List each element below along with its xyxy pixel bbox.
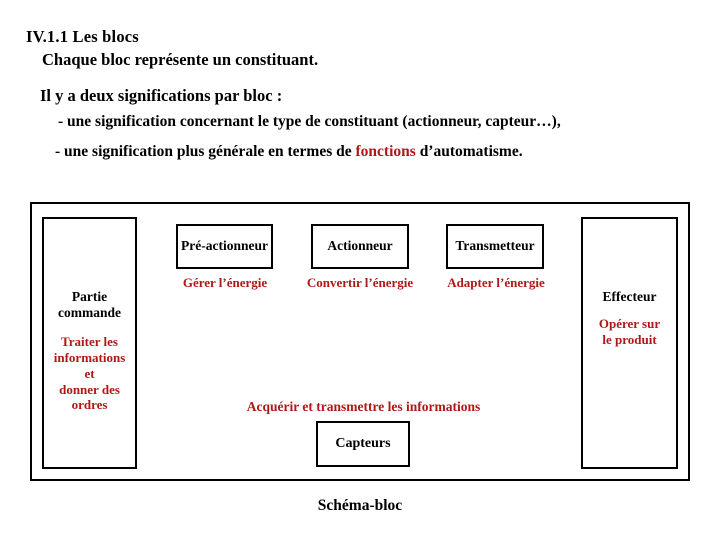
partie-commande-function-line3: et — [84, 365, 95, 381]
partie-commande-function-line1: Traiter les — [61, 334, 118, 349]
effecteur-function: Opérer sur le produit — [581, 316, 678, 348]
partie-commande-title: Partie commande — [42, 289, 137, 320]
block-actionneur: Actionneur — [311, 224, 409, 269]
actionneur-label: Actionneur — [327, 238, 393, 253]
partie-commande-function: Traiter les informations et donner des o… — [42, 334, 137, 413]
figure-caption: Schéma-bloc — [317, 497, 403, 514]
bullet-item-2: - une signification plus générale en ter… — [55, 143, 523, 160]
block-capteurs: Capteurs — [316, 421, 410, 467]
effecteur-title: Effecteur — [602, 289, 657, 304]
partie-commande-function-line5: ordres — [71, 397, 108, 413]
bullet-2-text-after: d’automatisme. — [415, 143, 523, 160]
block-transmetteur: Transmetteur — [446, 224, 544, 269]
partie-commande-function-line2: informations — [53, 349, 126, 365]
capteurs-label: Capteurs — [335, 436, 391, 451]
block-partie-commande — [42, 217, 137, 469]
transmetteur-label: Transmetteur — [455, 238, 535, 253]
partie-commande-title-line1: Partie — [71, 289, 108, 304]
effecteur-function-line2: le produit — [602, 331, 657, 347]
bullet-item-1: - une signification concernant le type d… — [58, 113, 561, 130]
bullet-2-text-before: - une signification plus générale en ter… — [55, 143, 356, 160]
actionneur-function: Convertir l’énergie — [306, 275, 414, 290]
block-effecteur — [581, 217, 678, 469]
pre-actionneur-label: Pré-actionneur — [181, 238, 268, 253]
pre-actionneur-function: Gérer l’énergie — [182, 275, 268, 290]
partie-commande-function-line4: donner des — [59, 381, 120, 397]
intro-line-chaque: Chaque bloc représente un constituant. — [42, 50, 319, 69]
block-pre-actionneur: Pré-actionneur — [176, 224, 273, 269]
intro-line-ilya: Il y a deux significations par bloc : — [40, 86, 283, 105]
transmetteur-function: Adapter l’énergie — [447, 275, 545, 290]
partie-commande-title-line2: commande — [58, 304, 121, 320]
bullet-2-highlight: fonctions — [355, 143, 416, 160]
capteurs-function: Acquérir et transmettre les informations — [246, 399, 481, 414]
page-title: IV.1.1 Les blocs — [26, 27, 139, 46]
effecteur-function-line1: Opérer sur — [598, 316, 661, 331]
